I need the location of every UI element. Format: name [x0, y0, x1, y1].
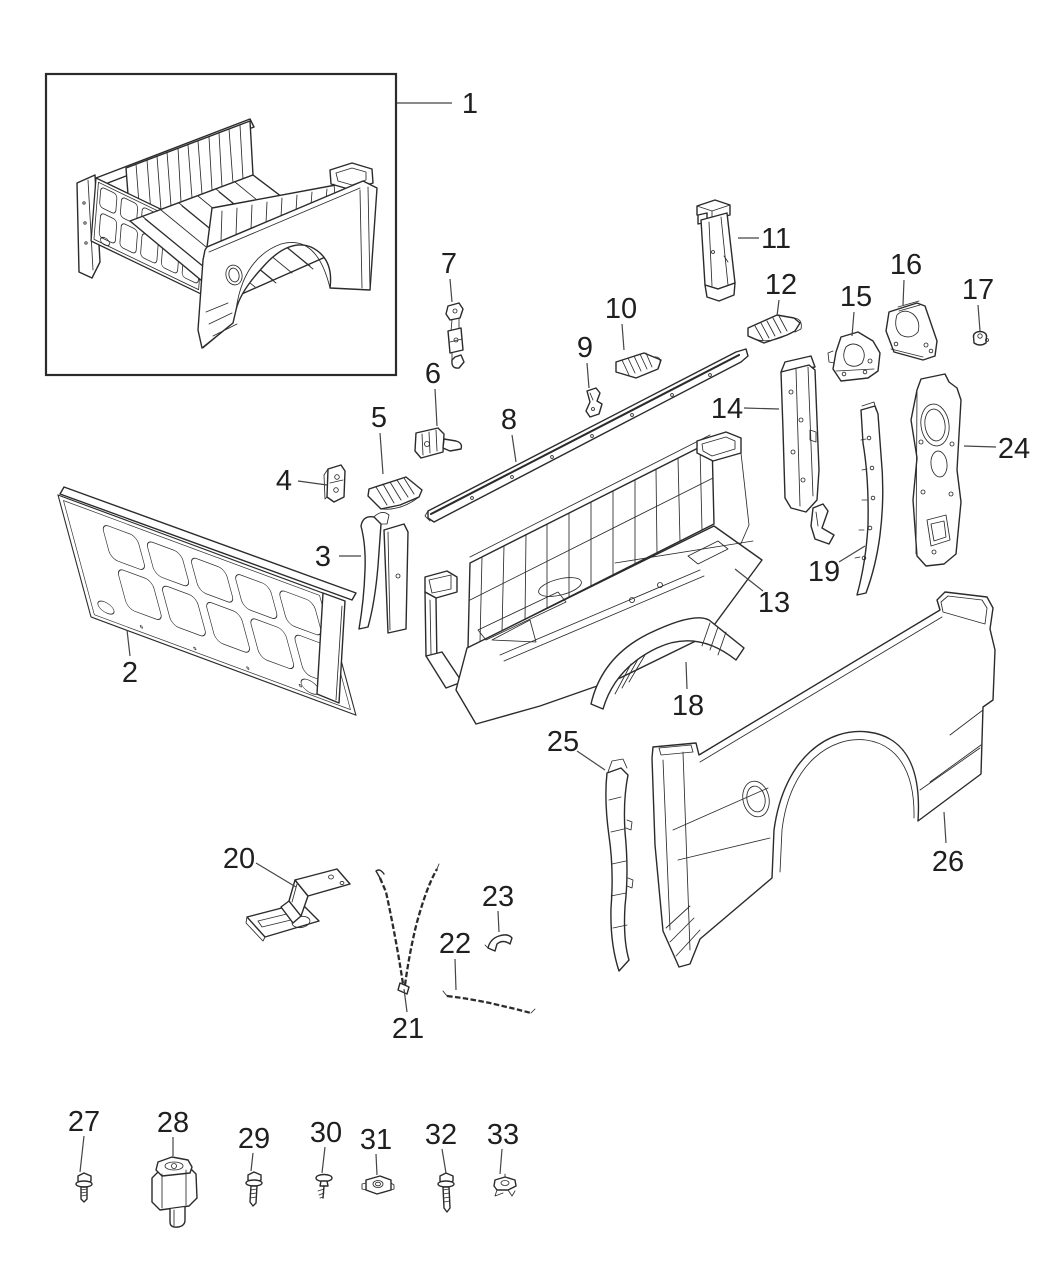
leader-line-12	[776, 299, 780, 317]
part-15-drawing	[827, 331, 881, 382]
part-2-drawing-front-panel	[57, 486, 357, 716]
callout-label-3: 3	[315, 541, 331, 573]
part-5-drawing	[367, 476, 423, 510]
callout-label-28: 28	[157, 1107, 189, 1139]
part-31-drawing-u-nut	[361, 1175, 395, 1195]
callout-labels: 1 2 3 4 5 6 7 8 9 10 11 12 13 14 15 16 1…	[68, 88, 1030, 1156]
leader-line-33	[499, 1148, 503, 1175]
callout-label-22: 22	[439, 928, 471, 960]
part-32-drawing-bolt	[437, 1172, 455, 1213]
callout-label-7: 7	[441, 248, 457, 280]
leader-line-9	[586, 362, 590, 389]
callout-label-15: 15	[840, 281, 872, 313]
part-22-drawing-rod	[442, 990, 536, 1015]
leader-line-23	[497, 910, 500, 933]
leader-line-7	[449, 278, 453, 303]
leader-line-4	[297, 480, 328, 486]
part-4-drawing	[323, 464, 346, 503]
part-6-drawing	[414, 427, 463, 459]
leader-line-24	[963, 445, 997, 448]
callout-label-27: 27	[68, 1106, 100, 1138]
callout-label-18: 18	[672, 690, 704, 722]
callout-label-4: 4	[276, 465, 292, 497]
part-33-drawing-clip-nut	[493, 1173, 517, 1197]
callout-label-30: 30	[310, 1117, 342, 1149]
callout-label-33: 33	[487, 1119, 519, 1151]
part-28-drawing-plug	[151, 1156, 198, 1228]
part-10-drawing	[615, 352, 662, 379]
leader-line-19	[838, 545, 866, 563]
assembly-box-frame	[44, 72, 398, 377]
leader-line-29	[250, 1152, 254, 1172]
callout-label-6: 6	[425, 358, 441, 390]
leader-line-6	[434, 388, 438, 427]
part-8-drawing-rail	[424, 348, 749, 523]
callout-label-17: 17	[962, 274, 994, 306]
leader-line-21	[403, 988, 408, 1013]
callout-label-29: 29	[238, 1123, 270, 1155]
part-11-drawing-post	[696, 199, 736, 302]
leader-line-14	[743, 407, 780, 410]
part-3-drawing	[358, 512, 409, 634]
leader-line-27	[79, 1135, 85, 1173]
part-16-drawing	[885, 300, 938, 361]
callout-label-25: 25	[547, 726, 579, 758]
leader-line-15	[851, 311, 855, 337]
part-7-drawing	[445, 302, 465, 369]
callout-label-14: 14	[711, 393, 743, 425]
callout-label-12: 12	[765, 269, 797, 301]
callout-label-9: 9	[577, 332, 593, 364]
callout-label-1: 1	[462, 88, 478, 120]
part-12-drawing	[747, 314, 802, 344]
callout-label-32: 32	[425, 1119, 457, 1151]
leader-line-30	[321, 1146, 326, 1174]
leader-line-31	[375, 1153, 378, 1176]
callout-label-24: 24	[998, 433, 1030, 465]
part-29-drawing-bolt	[245, 1171, 263, 1207]
part-30-drawing-push-pin	[315, 1173, 333, 1199]
callout-label-26: 26	[932, 846, 964, 878]
callout-label-8: 8	[501, 404, 517, 436]
part-27-drawing-bolt	[75, 1172, 93, 1203]
callout-label-21: 21	[392, 1013, 424, 1045]
callout-label-23: 23	[482, 881, 514, 913]
leader-line-16	[902, 279, 905, 306]
callout-label-11: 11	[761, 223, 791, 255]
part-18-drawing-wheelhouse	[590, 617, 745, 710]
part-21-drawing-rod	[375, 863, 440, 995]
leader-lines	[79, 102, 997, 1176]
leader-line-5	[379, 432, 384, 475]
part-9-drawing	[585, 387, 603, 418]
leader-line-20	[255, 862, 297, 888]
part-1-drawing-box-assembly	[44, 72, 398, 377]
callout-label-31: 31	[360, 1124, 392, 1156]
callout-label-13: 13	[758, 587, 790, 619]
leader-line-2	[126, 629, 131, 657]
part-20-drawing-bracket	[245, 868, 351, 942]
leader-line-26	[943, 811, 947, 844]
leader-line-10	[621, 323, 625, 351]
part-23-drawing-hook	[484, 934, 513, 952]
callout-label-10: 10	[605, 293, 637, 325]
leader-line-17	[977, 304, 981, 332]
callout-label-5: 5	[371, 402, 387, 434]
part-25-drawing	[605, 758, 634, 972]
leader-line-32	[441, 1148, 447, 1174]
part-26-drawing-side-panel	[651, 591, 996, 968]
callout-label-16: 16	[890, 249, 922, 281]
leader-line-22	[454, 958, 457, 991]
leader-line-13	[734, 568, 764, 592]
leader-line-18	[685, 661, 688, 690]
part-14-drawing	[780, 355, 835, 545]
part-17-drawing-nut	[972, 330, 989, 346]
leader-line-25	[576, 750, 606, 771]
part-13-drawing-inner-side	[424, 431, 763, 725]
part-24-drawing	[910, 373, 962, 567]
callout-label-19: 19	[808, 556, 840, 588]
leader-line-8	[511, 434, 517, 463]
part-19-drawing	[854, 401, 884, 596]
callout-label-20: 20	[223, 843, 255, 875]
callout-label-2: 2	[122, 657, 138, 689]
